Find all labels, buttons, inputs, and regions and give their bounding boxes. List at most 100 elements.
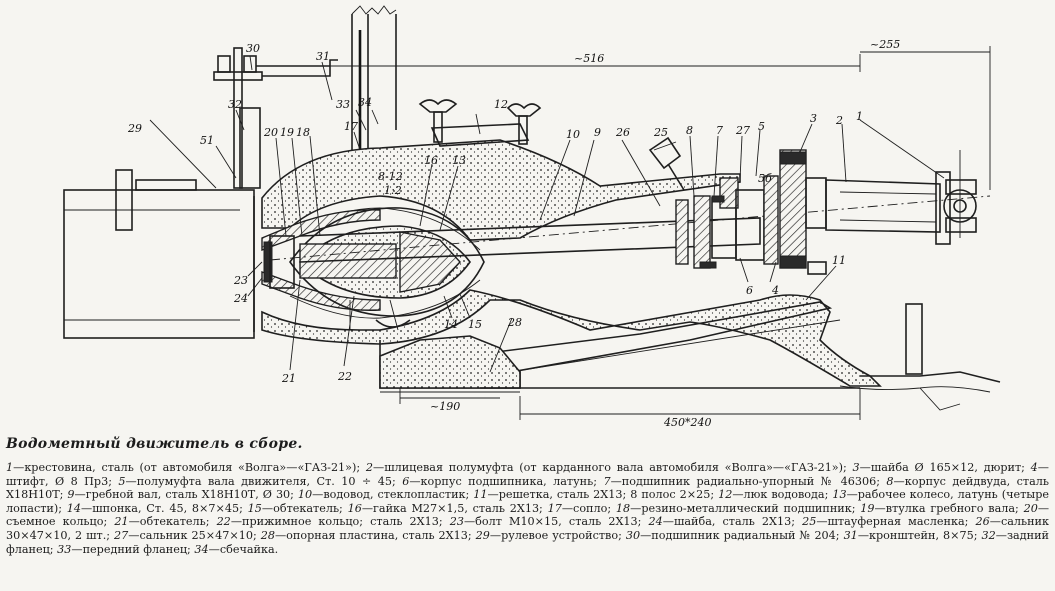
legend-number: 25 [802, 515, 817, 529]
legend-number: 13 [832, 488, 847, 502]
legend-item: 18—резино-металлический подшипник; [616, 502, 860, 515]
legend-number: 3 [852, 461, 860, 474]
legend-item: 6—корпус подшипника, латунь; [402, 475, 603, 488]
dim-450x240: 450*240 [663, 416, 712, 429]
duct-hatch [418, 99, 542, 147]
legend-text: —подшипник радиально-упорный № 46306; [610, 474, 887, 488]
legend-number: 16 [347, 501, 362, 515]
bearing-housing [648, 136, 765, 269]
legend-item: 20—съемное кольцо; [6, 502, 1049, 529]
legend-number: 6 [402, 474, 410, 488]
legend-text: —шлицевая полумуфта (от карданного вала … [373, 461, 853, 474]
dim-190: ~190 [430, 400, 460, 413]
propeller-shaft [269, 195, 991, 263]
legend-item: 24—шайба, сталь 2Х13; [649, 515, 803, 528]
intake-column [351, 5, 397, 150]
label-14: 14 [444, 318, 458, 331]
legend-item: 2—шлицевая полумуфта (от карданного вала… [366, 461, 853, 474]
legend-item: 26—сальник 30×47×10, 2 шт.; [6, 515, 1049, 542]
steering-device [63, 119, 255, 339]
legend-number: 33 [57, 542, 72, 556]
legend-number: 7 [603, 474, 611, 488]
legend-item: 16—гайка М27×1,5, сталь 2Х13; [348, 502, 548, 515]
legend-number: 12 [718, 488, 733, 502]
dim-1-2: 1:2 [384, 184, 402, 197]
cardan-joint [825, 150, 977, 245]
legend-item: 29—рулевое устройство; [476, 529, 626, 542]
legend-text: —крестовина, сталь (от автомобиля «Волга… [13, 461, 366, 474]
dimension-values: ~516 ~255 ~190 450*240 [430, 38, 900, 429]
legend-number: 18 [615, 501, 631, 515]
legend-text: —люк водовода; [732, 488, 833, 502]
label-11: 11 [832, 254, 846, 267]
legend-text: —штифт, Ø 8 Пр3; [6, 461, 1049, 488]
legend-number: 19 [860, 501, 875, 515]
label-5: 5 [758, 120, 765, 133]
water-duct [261, 139, 882, 387]
legend-item: 33—передний фланец; [57, 543, 194, 556]
legend-number: 14 [66, 501, 82, 515]
legend-text: —опорная пластина, сталь 2Х13; [274, 528, 476, 542]
label-2: 2 [835, 114, 843, 127]
label-1: 1 [856, 110, 863, 123]
dim-255: ~255 [870, 38, 900, 51]
legend-number: 31 [843, 528, 858, 542]
legend-item: 4—штифт, Ø 8 Пр3; [6, 461, 1049, 488]
legend-number: 22 [216, 515, 231, 529]
legend-item: 3—шайба Ø 165×12, дюрит; [853, 461, 1031, 474]
legend-text: —передний фланец; [71, 542, 195, 556]
legend-text: —резино-металлический подшипник; [630, 501, 861, 515]
legend-item: 22—прижимное кольцо; сталь 2Х13; [217, 515, 450, 528]
label-15: 15 [468, 318, 482, 331]
legend-number: 17 [547, 501, 562, 515]
legend-number: 24 [648, 515, 663, 529]
legend-number: 10 [297, 488, 313, 502]
legend-number: 8 [886, 474, 894, 488]
label-3: 3 [810, 112, 817, 125]
label-27: 27 [735, 124, 750, 137]
legend-number: 11 [473, 488, 488, 502]
label-31: 31 [316, 50, 330, 63]
dim-5b: 5б [758, 172, 772, 185]
legend-number: 26 [975, 515, 990, 529]
legend-item: 21—обтекатель; [114, 515, 216, 528]
legend-number: 29 [475, 528, 490, 542]
legend-text: —сбечайка. [208, 542, 279, 556]
intake-grate [379, 301, 841, 393]
legend-item: 27—сальник 25×47×10; [114, 529, 261, 542]
label-9: 9 [594, 126, 601, 139]
legend-text: —решетка, сталь 2Х13; 8 полос 2×25; [487, 488, 719, 502]
legend-number: 34 [194, 542, 209, 556]
legend-number: 2 [365, 461, 374, 474]
label-6: 6 [746, 284, 753, 297]
legend-number: 32 [981, 528, 996, 542]
legend-number: 23 [449, 515, 464, 529]
figure-caption: Водометный движитель в сборе. [6, 436, 303, 452]
label-32: 32 [228, 98, 242, 111]
legend-item: 5—полумуфта вала движителя, Ст. 10 ÷ 45; [118, 475, 402, 488]
engineering-drawing: 31 30 32 51 29 33 34 20 19 18 17 16 13 1… [63, 5, 1001, 429]
label-34: 34 [358, 96, 372, 109]
legend-text: —болт М10×15, сталь 2Х13; [463, 515, 649, 529]
legend-text: —втулка гребного вала; [874, 501, 1024, 515]
legend-text: —рулевое устройство; [489, 528, 626, 542]
legend-item: 14—шпонка, Ст. 45, 8×7×45; [67, 502, 248, 515]
label-29: 29 [127, 122, 142, 135]
label-30: 30 [246, 42, 260, 55]
legend-number: 4 [1030, 461, 1038, 474]
legend-item: 12—люк водовода; [718, 488, 832, 501]
legend-item: 1—крестовина, сталь (от автомобиля «Волг… [6, 461, 366, 474]
dim-516: ~516 [574, 52, 604, 65]
legend-number: 20 [1023, 501, 1038, 515]
legend-text: —прижимное кольцо; сталь 2Х13; [230, 515, 450, 529]
legend-text: —корпус подшипника, латунь; [409, 474, 604, 488]
label-17: 17 [344, 120, 358, 133]
legend-item: 15—обтекатель; [248, 502, 348, 515]
label-4: 4 [771, 284, 779, 297]
part-labels: 31 30 32 51 29 33 34 20 19 18 17 16 13 1… [127, 42, 863, 385]
legend-text: —штауферная масленка; [816, 515, 976, 529]
legend-number: 28 [260, 528, 275, 542]
label-16: 16 [424, 154, 438, 167]
label-21: 21 [281, 372, 296, 385]
legend-text: —обтекатель; [128, 515, 217, 529]
